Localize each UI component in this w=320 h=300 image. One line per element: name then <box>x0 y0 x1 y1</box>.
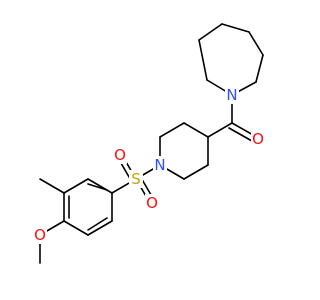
atom-n-piperidine: N <box>153 156 167 174</box>
atom-o-methoxy: O <box>33 226 47 244</box>
bond-azepane-4 <box>221 23 250 33</box>
bond-ar-1b <box>87 183 108 191</box>
bond-ar-4 <box>63 220 89 236</box>
atom-s-sulfonyl-label: S <box>131 170 141 188</box>
bond-ar-2 <box>63 178 89 194</box>
bond-methyl <box>39 178 65 194</box>
bond-pip-2 <box>159 122 185 138</box>
bond-ar-1 <box>87 178 113 194</box>
atom-o-sulfonyl-bottom: O <box>145 194 159 212</box>
atom-o-sulfonyl-top: O <box>113 146 127 164</box>
bonds <box>39 23 264 264</box>
bond-azepane-3 <box>248 31 264 56</box>
bond-pip-5 <box>183 164 209 180</box>
atom-o-methoxy-label: O <box>34 226 46 244</box>
bond-ar-5b <box>87 217 108 231</box>
atom-o-sulfonyl-top-label: O <box>114 146 126 164</box>
atom-s-sulfonyl: S <box>129 170 143 188</box>
atom-o-sulfonyl-bottom-label: O <box>146 194 158 212</box>
molecule-drawing: N O N S O O O <box>33 23 265 264</box>
atom-o-carbonyl-label: O <box>252 130 264 148</box>
bond-azepane-5 <box>198 23 223 41</box>
atom-n-piperidine-label: N <box>154 156 165 174</box>
bond-carbonyl-o-2 <box>228 127 253 142</box>
atom-labels: N O N S O O O <box>33 86 265 244</box>
structure-canvas: N O N S O O O <box>33 23 265 264</box>
atom-n-azepane-label: N <box>226 86 237 104</box>
atom-n-azepane: N <box>225 86 239 104</box>
bond-azepane-2 <box>255 54 264 83</box>
bond-pip-1 <box>183 122 209 138</box>
bond-ar-5 <box>87 220 113 236</box>
atom-o-carbonyl: O <box>251 130 265 148</box>
bond-carbonyl-ring <box>207 122 233 138</box>
bond-azepane-6 <box>198 39 208 81</box>
